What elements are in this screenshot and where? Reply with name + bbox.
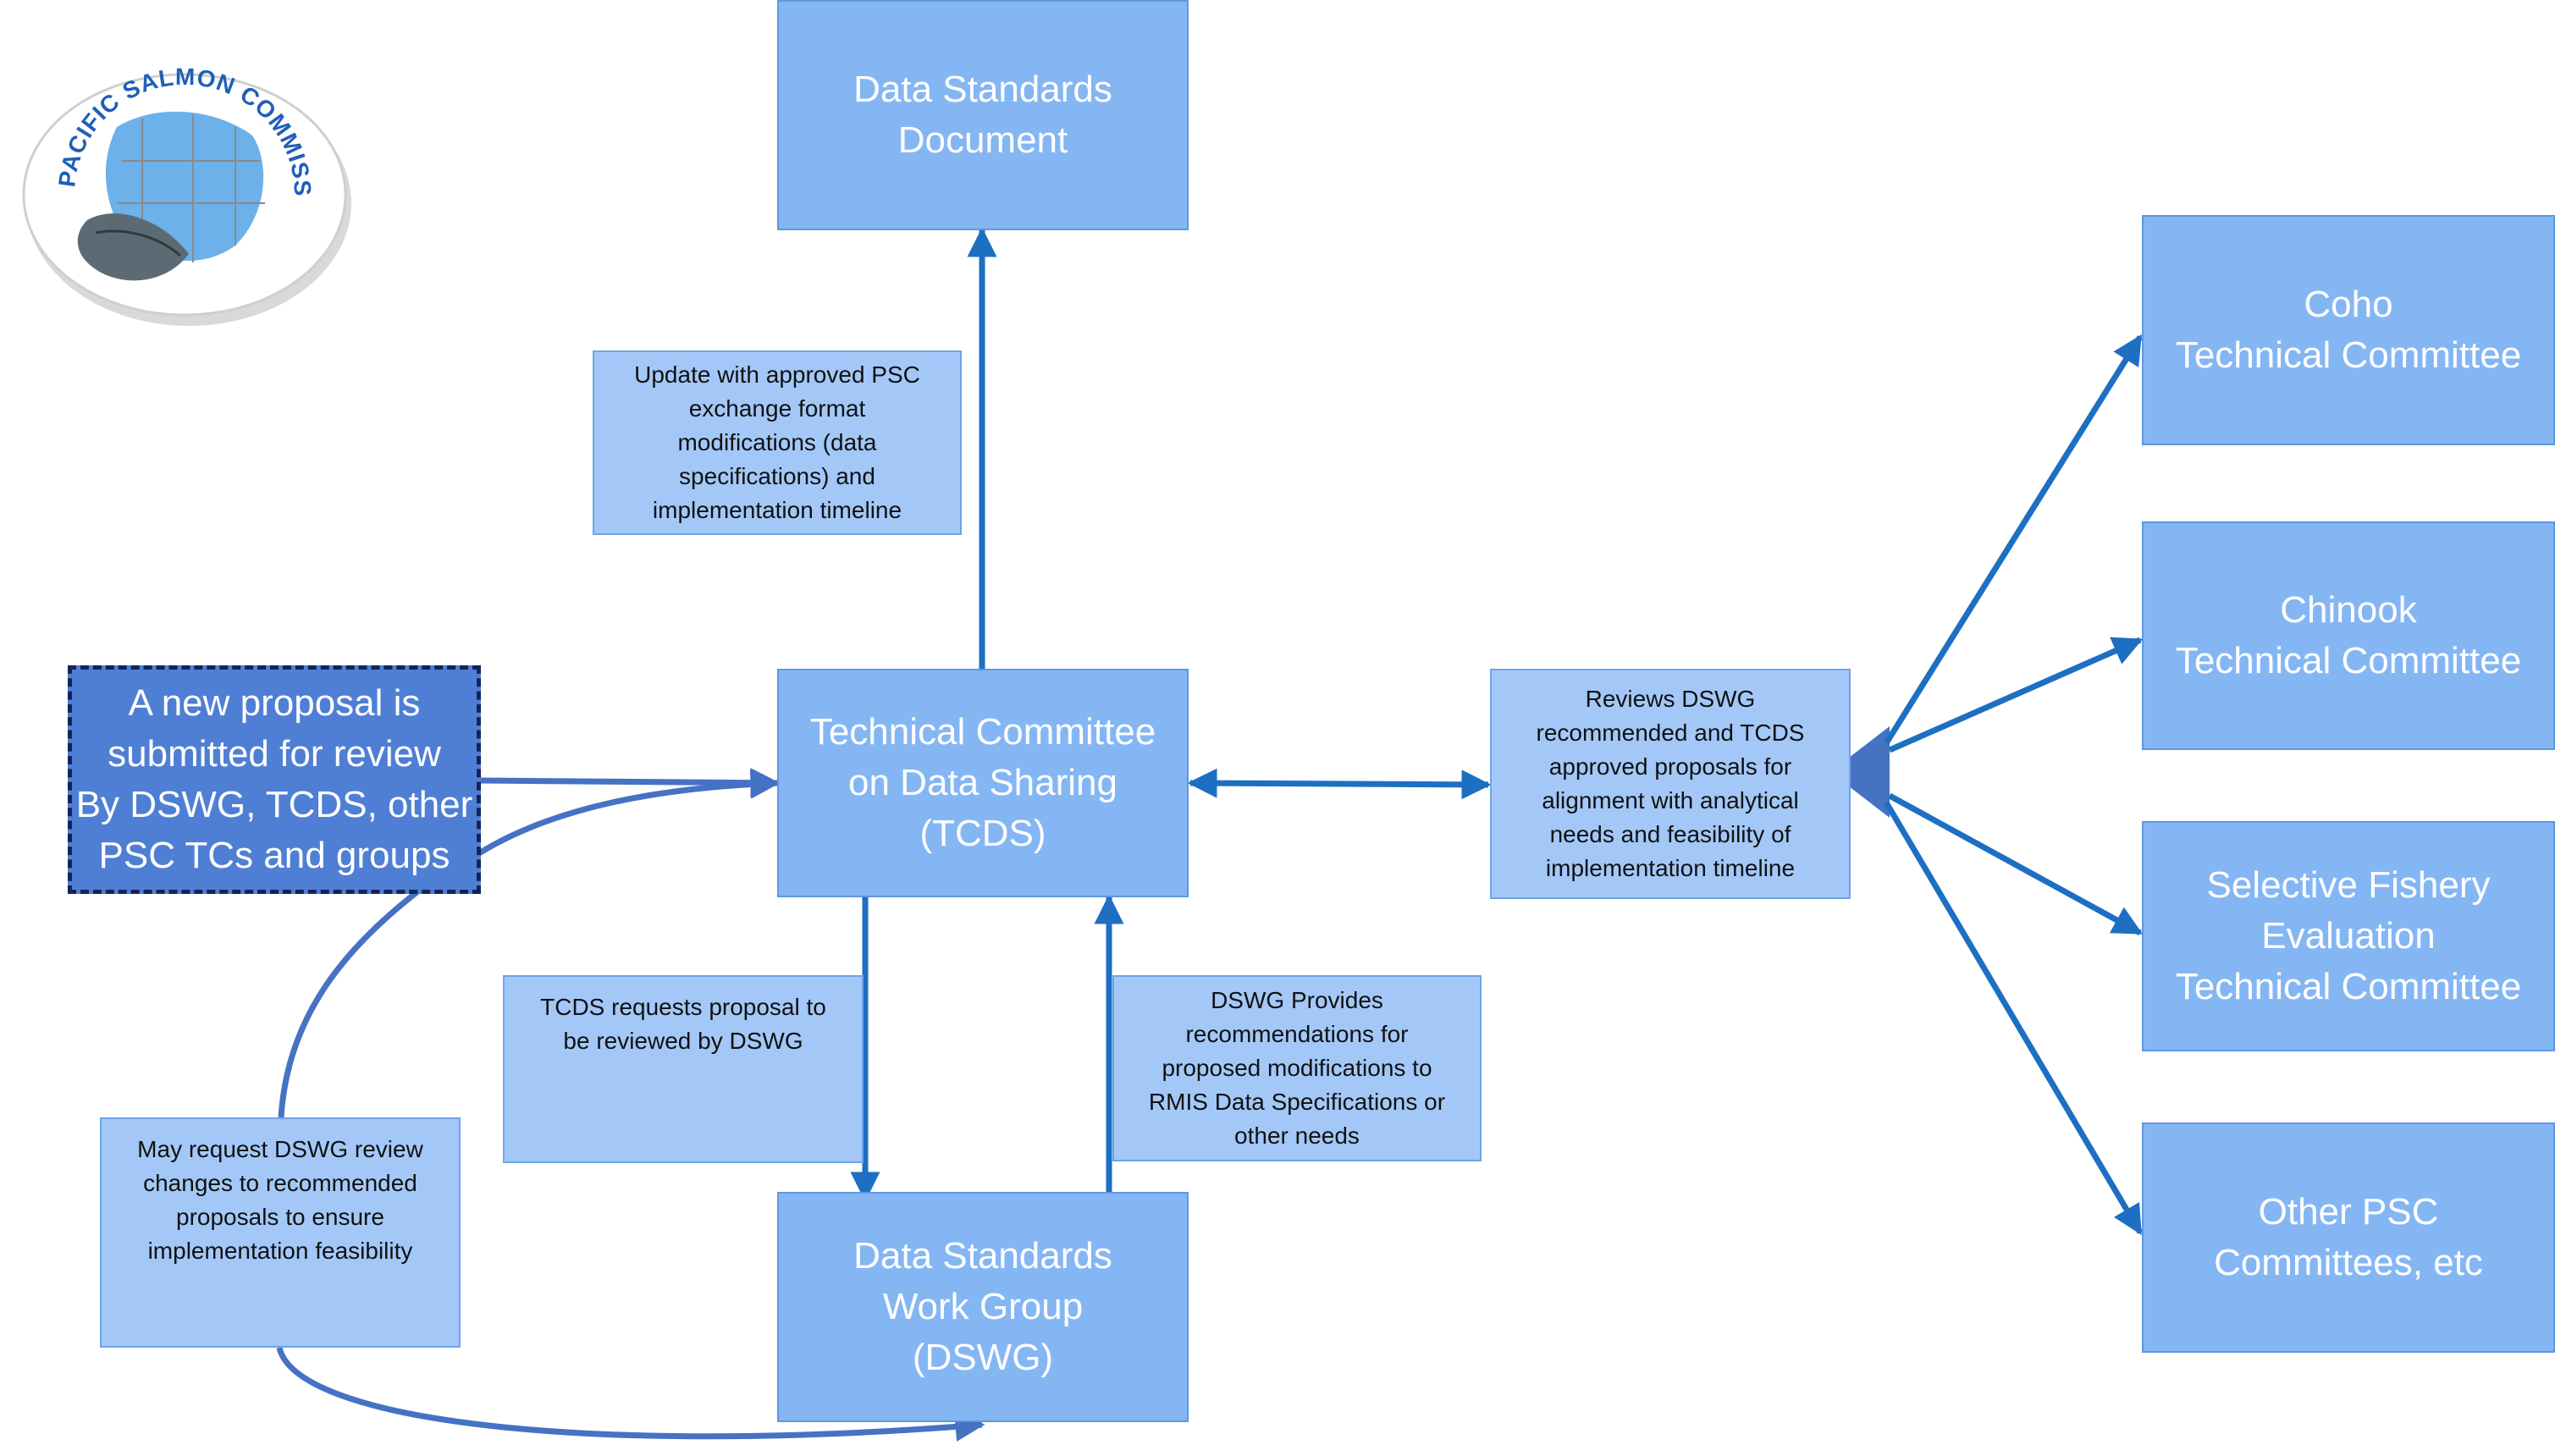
dswg-provides-note: DSWG Provides recommendations for propos… — [1112, 975, 1482, 1161]
tcds-requests-note: TCDS requests proposal to be reviewed by… — [503, 975, 864, 1163]
curve-proposal-to-tcds — [477, 769, 781, 856]
arrow-to-coho — [1884, 334, 2143, 745]
tcds-box: Technical Committee on Data Sharing (TCD… — [777, 669, 1189, 897]
may-request-note: May request DSWG review changes to recom… — [100, 1117, 461, 1348]
coho-committee-box: Coho Technical Committee — [2142, 215, 2555, 445]
arrow-to-other — [1883, 801, 2144, 1236]
arrow-tcds-review-bidirectional — [1187, 768, 1492, 800]
reviews-note: Reviews DSWG recommended and TCDS approv… — [1490, 669, 1851, 899]
arrow-to-chinook — [1888, 637, 2144, 753]
new-proposal-box: A new proposal is submitted for review B… — [68, 665, 481, 894]
update-note: Update with approved PSC exchange format… — [593, 350, 962, 535]
data-standards-document-box: Data Standards Document — [777, 0, 1189, 230]
curve-note-to-dswg — [276, 1347, 985, 1442]
chinook-committee-box: Chinook Technical Committee — [2142, 521, 2555, 750]
arrow-proposal-to-tcds — [480, 768, 781, 798]
curve-proposal-to-note — [278, 885, 426, 1118]
dswg-box: Data Standards Work Group (DSWG) — [777, 1192, 1189, 1422]
pacific-salmon-commission-logo: PACIFIC SALMON COMMISSION — [6, 13, 354, 334]
selective-fishery-committee-box: Selective Fishery Evaluation Technical C… — [2142, 821, 2555, 1051]
other-psc-committees-box: Other PSC Committees, etc — [2142, 1122, 2555, 1353]
arrow-to-selective — [1888, 792, 2144, 936]
fanout-triangle — [1830, 726, 1890, 818]
